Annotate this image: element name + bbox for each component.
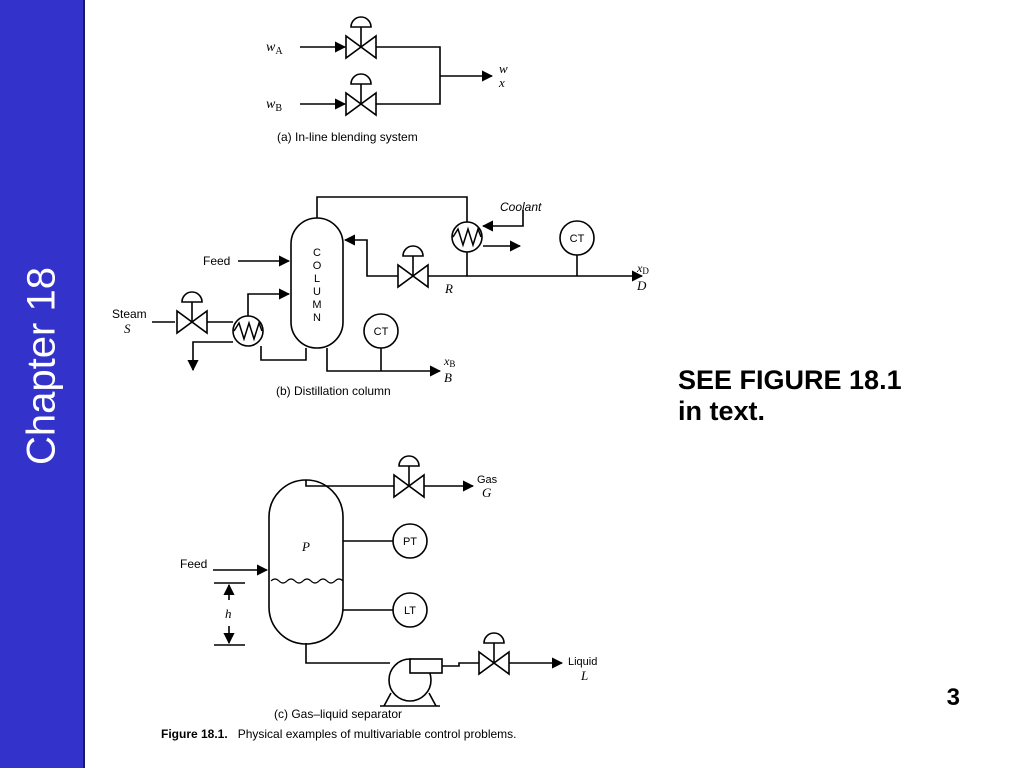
condensate-out-line: [187, 341, 233, 372]
coolant-label: Coolant: [500, 200, 542, 214]
bottoms-flow-label: B: [444, 370, 452, 385]
gas-outlet-line: [305, 480, 394, 487]
ct-bottom-label: CT: [374, 326, 389, 338]
separator-vessel-shape: [268, 479, 344, 645]
overhead-vapor-line: [316, 196, 468, 222]
distillate-composition-label: xD: [636, 261, 649, 276]
bottoms-line: [326, 348, 442, 377]
liquid-symbol: L: [580, 668, 588, 683]
coolant-in-line: [481, 210, 524, 232]
figure-caption: Figure 18.1.Physical examples of multiva…: [161, 727, 517, 741]
reboiler-feed-line: [260, 346, 307, 361]
slide-note: SEE FIGURE 18.1 in text.: [678, 365, 998, 427]
valve-b-icon: [345, 73, 377, 116]
condenser-icon: [451, 221, 483, 253]
level-label: h: [225, 606, 232, 621]
sidebar: Chapter 18: [0, 0, 85, 768]
column-letter-4: U: [313, 286, 321, 298]
liquid-label: Liquid: [568, 656, 597, 668]
steam-symbol: S: [124, 321, 131, 336]
reflux-label: R: [444, 281, 453, 296]
steam-valve-icon: [176, 291, 208, 334]
panel-c-separator: [213, 455, 564, 707]
slide-note-line-1: SEE FIGURE 18.1: [678, 365, 902, 395]
liquid-outlet-line: [305, 643, 390, 664]
lt-bubble: [392, 592, 428, 628]
reflux-valve-icon: [397, 245, 429, 288]
gas-valve-icon: [393, 455, 425, 498]
liquid-level-wave: [270, 578, 344, 584]
ct-top-label: CT: [570, 233, 585, 245]
column-letter-2: O: [313, 260, 322, 272]
reboiler-icon: [232, 315, 264, 347]
reboiler-vapor-line: [247, 288, 291, 316]
liquid-valve-icon: [478, 632, 510, 675]
input-b-label: wB: [266, 97, 282, 114]
gas-label: Gas: [477, 474, 498, 486]
pump-icon: [380, 658, 443, 707]
column-letter-5: M: [312, 299, 321, 311]
lt-label: LT: [404, 605, 416, 617]
steam-label: Steam: [112, 307, 147, 321]
pt-label: PT: [403, 536, 417, 548]
pressure-label: P: [301, 539, 310, 554]
panel-b-distillation: [152, 196, 644, 377]
panel-a-caption: (a) In-line blending system: [277, 130, 418, 144]
panel-b-caption: (b) Distillation column: [276, 384, 391, 398]
column-letter-6: N: [313, 312, 321, 324]
column-letter-1: C: [313, 247, 321, 259]
column-letters: C O L U M N: [312, 247, 321, 324]
condensate-line: [428, 252, 468, 277]
blend-junction-line: [376, 46, 441, 105]
panel-a-blending: [300, 16, 494, 116]
input-a-label: wA: [266, 40, 283, 57]
gas-symbol: G: [482, 485, 492, 500]
column-letter-3: L: [314, 273, 320, 285]
column-feed-label: Feed: [203, 254, 230, 268]
bottoms-composition-label: xB: [443, 354, 455, 369]
output-x-label: x: [498, 75, 505, 90]
slide-note-line-2: in text.: [678, 396, 766, 426]
valve-a-icon: [345, 16, 377, 59]
slide-number: 3: [946, 684, 960, 711]
panel-c-caption: (c) Gas–liquid separator: [274, 707, 402, 721]
pt-bubble: [392, 523, 428, 559]
output-w-label: w: [499, 61, 508, 76]
reflux-return-line: [343, 234, 398, 277]
pump-discharge-line: [442, 662, 479, 667]
distillate-flow-label: D: [636, 278, 647, 293]
separator-feed-label: Feed: [180, 557, 207, 571]
